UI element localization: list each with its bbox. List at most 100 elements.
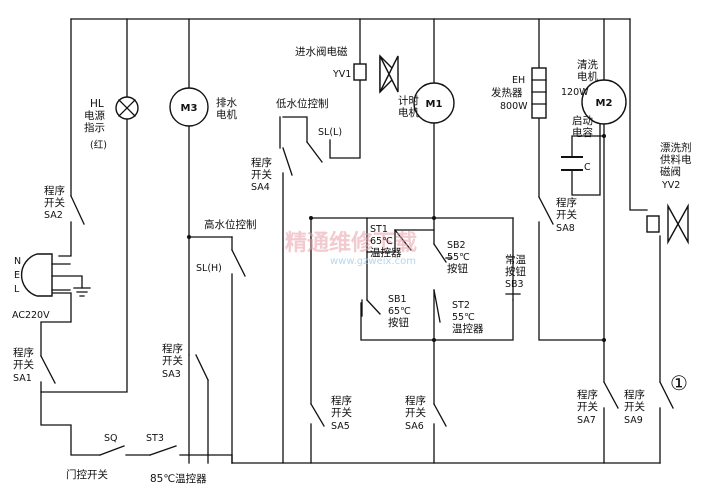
sa8-line2: 开关 — [556, 208, 577, 221]
st1-line3: 温控器 — [370, 246, 402, 259]
sa5-label: SA5 — [331, 421, 350, 432]
sb1-line3: 按钮 — [388, 316, 409, 329]
yv2-label: YV2 — [661, 180, 680, 191]
m1-name-line2: 电机 — [398, 106, 419, 119]
sl-high-label: SL(H) — [196, 263, 222, 274]
sa4-contact — [282, 147, 293, 176]
wash-motor-icon: M2 — [581, 79, 627, 125]
sa7-line2: 开关 — [577, 400, 598, 413]
st2-line2: 55℃ — [452, 312, 475, 323]
sa6-line2: 开关 — [405, 406, 426, 419]
m2-label: M2 — [596, 98, 613, 109]
sa2-contact — [70, 195, 85, 225]
sa8-label: SA8 — [556, 223, 575, 234]
sa6-contact — [433, 403, 447, 427]
sb2-line3: 按钮 — [447, 262, 468, 275]
st1-label: ST1 — [370, 224, 388, 235]
m1-name-line1: 计时 — [398, 94, 419, 107]
circle-one-label: ① — [670, 371, 688, 395]
st1-line2: 65℃ — [370, 236, 393, 247]
eh-label: EH — [512, 75, 525, 86]
sb3-label: SB3 — [505, 279, 524, 290]
sa8-line1: 程序 — [556, 196, 577, 209]
sq-label: SQ — [104, 433, 118, 444]
indicator-lamp-icon — [115, 96, 139, 120]
inlet-valve-label: 进水阀电磁 — [295, 45, 348, 58]
rinse-valve-icon — [646, 203, 689, 245]
m2-power-label: 120W — [561, 87, 589, 98]
inlet-valve-icon — [353, 54, 399, 94]
capacitor-icon — [561, 156, 583, 171]
m3-name-line1: 排水 — [216, 96, 237, 109]
sa7-contact — [603, 381, 619, 409]
sa2-line2: 开关 — [44, 196, 65, 209]
sa1-label: SA1 — [13, 373, 32, 384]
sa4-label: SA4 — [251, 182, 270, 193]
start-cap-line2: 电容 — [572, 126, 593, 139]
sb1-contact — [361, 299, 381, 317]
sa3-line2: 开关 — [162, 354, 183, 367]
sq-contact — [99, 445, 125, 456]
labels: HL 电源 指示 (红) 排水 电机 低水位控制 SL(L) 进水阀电磁 YV1… — [12, 45, 692, 485]
hl-line2: 电源 — [84, 109, 105, 122]
pin-e-label: E — [14, 270, 20, 281]
high-level-label: 高水位控制 — [204, 218, 257, 231]
yv1-label: YV1 — [332, 69, 351, 80]
sb3-line2: 按钮 — [505, 265, 526, 278]
sa6-line1: 程序 — [405, 394, 426, 407]
sa4-line1: 程序 — [251, 156, 272, 169]
cap-c-label: C — [584, 162, 591, 173]
watermark-text: 精通维修下载 — [285, 230, 417, 256]
sl-low-contact — [306, 141, 323, 163]
sa9-line2: 开关 — [624, 400, 645, 413]
sb1-line2: 65℃ — [388, 306, 411, 317]
rinse-valve-line3: 磁阀 — [660, 165, 681, 178]
sa5-line2: 开关 — [331, 406, 352, 419]
drain-motor-icon: M3 — [169, 87, 209, 127]
sb3-contact — [505, 257, 521, 301]
pin-n-label: N — [14, 256, 21, 267]
power-plug-icon — [20, 253, 91, 297]
m2-name-line2: 电机 — [577, 70, 598, 83]
timer-motor-icon: M1 — [413, 82, 455, 124]
sa3-label: SA3 — [162, 369, 181, 380]
watermark-url: www.gzweix.com — [330, 256, 416, 267]
sl-high-contact — [231, 249, 246, 277]
sa8-contact — [538, 196, 554, 225]
sa9-contact — [659, 381, 674, 409]
junctions — [187, 134, 606, 342]
start-cap-line1: 启动 — [572, 114, 593, 127]
sb2-label: SB2 — [447, 240, 466, 251]
m3-name-line2: 电机 — [216, 108, 237, 121]
sa9-label: SA9 — [624, 415, 643, 426]
sa2-line1: 程序 — [44, 184, 65, 197]
sb3-line1: 常温 — [505, 253, 526, 266]
door-switch-label: 门控开关 — [66, 468, 108, 481]
st2-line3: 温控器 — [452, 322, 484, 335]
sb2-contact — [433, 243, 453, 263]
sa3-line1: 程序 — [162, 342, 183, 355]
sl-low-label: SL(L) — [318, 127, 342, 138]
sa9-line1: 程序 — [624, 388, 645, 401]
eh-line3: 800W — [500, 101, 528, 112]
rinse-valve-line1: 漂洗剂 — [660, 141, 692, 154]
rinse-valve-line2: 供料电 — [660, 153, 692, 166]
sa1-contact — [40, 355, 56, 384]
pin-l-label: L — [14, 284, 20, 295]
sa5-contact — [310, 403, 325, 427]
sa1-line2: 开关 — [13, 358, 34, 371]
m2-name-line1: 清洗 — [577, 58, 598, 71]
eh-line2: 发热器 — [491, 86, 523, 99]
low-level-label: 低水位控制 — [276, 97, 329, 110]
st3-name-label: 85℃温控器 — [150, 472, 207, 485]
hl-line3: 指示 — [84, 121, 105, 134]
st3-label: ST3 — [146, 433, 164, 444]
heater-icon — [531, 67, 547, 119]
sa4-line2: 开关 — [251, 168, 272, 181]
sb2-line2: 55℃ — [447, 252, 470, 263]
sa6-label: SA6 — [405, 421, 424, 432]
ac-label: AC220V — [12, 310, 50, 321]
m3-label: M3 — [181, 103, 198, 114]
sa1-line1: 程序 — [13, 346, 34, 359]
